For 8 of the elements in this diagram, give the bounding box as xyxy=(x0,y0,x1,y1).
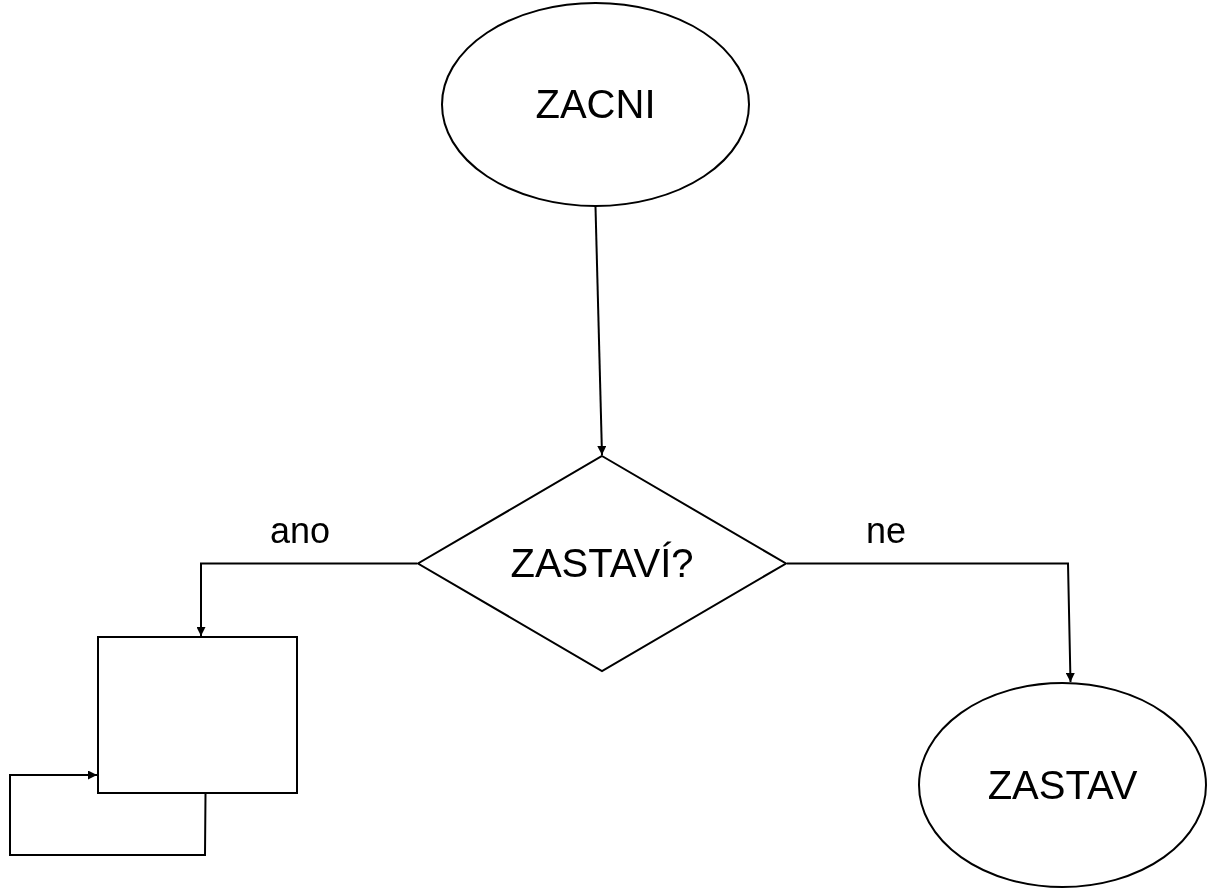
arrow xyxy=(786,562,1075,683)
node-label: ZACNI xyxy=(535,82,656,127)
arrow xyxy=(196,562,418,637)
process-box xyxy=(97,636,298,794)
node-label: ZASTAVÍ? xyxy=(510,541,694,586)
arrow xyxy=(594,206,607,456)
node-label: ZASTAV xyxy=(987,762,1138,808)
arrow xyxy=(9,770,207,856)
